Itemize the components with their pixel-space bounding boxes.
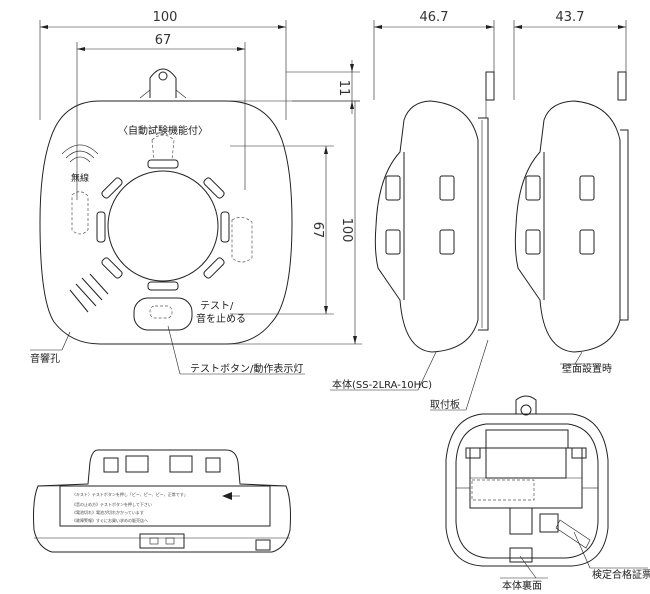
test-label-line1: テスト/ (200, 301, 234, 312)
wireless-icon (61, 144, 99, 163)
label-line2: 《音の止め方》テストボタンを押して下さい (72, 501, 152, 507)
dim-front-height: 100 (339, 218, 354, 243)
instruction-label (59, 485, 271, 527)
callout-sound-hole: 音響孔 (30, 352, 60, 365)
dim-inner-height: 67 (310, 222, 325, 239)
callout-wall-mount: 壁面設置時 (562, 362, 612, 375)
front-view: 100 67 〈自動試験機能付〉 無線 (30, 10, 362, 375)
vent-slots (96, 159, 230, 291)
dim-front-width: 100 (153, 10, 178, 25)
dim-top-offset: 11 (336, 80, 351, 97)
dim-inner-width: 67 (155, 33, 172, 48)
wall-view: 43.7 壁面設置時 (513, 10, 629, 375)
back-view: 本体裏面 検定合格証票 (445, 395, 650, 592)
test-label-line2: 音を止める (196, 312, 246, 325)
sound-hole-slots (69, 273, 109, 313)
label-line1: 〈キスト〉テストボタンを押し「ピー、ピー、ピー、正常です」 (72, 491, 188, 497)
callout-body-model: 本体(SS-2LRA-10HC) (332, 378, 432, 391)
callout-test-button: テストボタン/動作表示灯 (190, 362, 303, 375)
label-line3: 《電池切れ》電池が切れかかっています (72, 509, 144, 515)
label-line4: 《故障警報》すぐにお買い求めの販売店へ (72, 517, 148, 523)
wireless-label: 無線 (71, 172, 89, 184)
callout-body-back: 本体裏面 (502, 579, 542, 592)
callout-mount-plate: 取付板 (430, 398, 460, 411)
front-title: 〈自動試験機能付〉 (118, 124, 208, 137)
bottom-profile-view: 〈キスト〉テストボタンを押し「ピー、ピー、ピー、正常です」 《音の止め方》テスト… (33, 449, 291, 553)
side-view: 46.7 本体(SS-2LRA-10HC) 取付板 (330, 10, 495, 411)
test-button (133, 297, 193, 331)
dim-side-depth: 46.7 (420, 10, 449, 25)
callout-cert-label: 検定合格証票 (592, 568, 650, 581)
dim-wall-depth: 43.7 (556, 10, 585, 25)
